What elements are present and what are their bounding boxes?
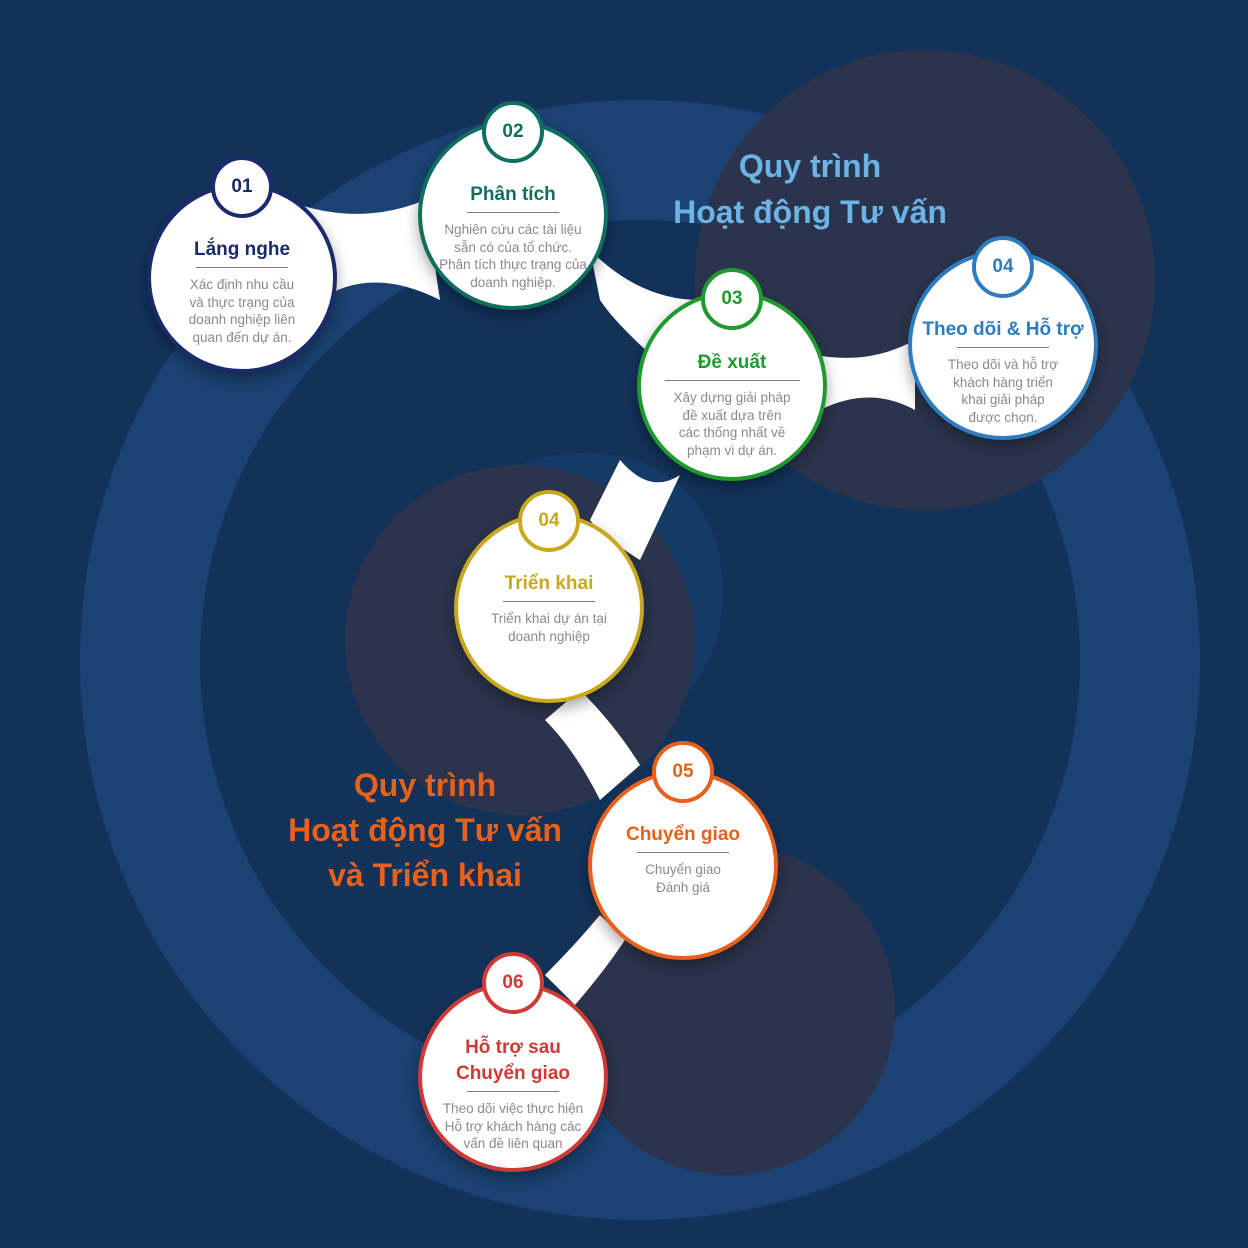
step-description: Triển khai dự án tại doanh nghiệp [474,610,624,645]
step-title: Phân tích [470,184,556,205]
step-number-badge: 01 [211,156,273,218]
step-divider [664,380,800,381]
step-number-badge: 02 [482,101,544,163]
heading-top-line2: Hoạt động Tư vấn [673,194,947,230]
step-description-line: Hỗ trợ khách hàng các [444,1118,582,1134]
step-divider [637,852,729,853]
step-description: Theo dõi và hỗ trợ khách hàng triển khai g… [928,356,1078,426]
step-title: Chuyển giao [455,1063,570,1084]
step-number-badge: 05 [652,741,714,803]
step-description-line: Phân tích thực trạng của [439,257,587,272]
step-divider [503,601,595,602]
step-description-line: Nghiên cứu các tài liệu [444,222,582,237]
step-description-line: Theo dõi việc thực hiện [442,1101,584,1116]
step-title: Triển khai [504,573,594,594]
step-number-badge: 04 [972,236,1034,298]
step-description: Xây dựng giải pháp đề xuất dựa trên các th… [657,389,807,459]
step-description-line: Đánh giá [655,879,711,895]
step-description-line: sẵn có của tổ chức. [454,239,572,255]
step-number-badge: 06 [482,952,544,1014]
heading-top: Quy trình Hoạt động Tư vấn [640,143,980,235]
step-description-line: quan đến dự án. [192,329,292,345]
step-description-line: doanh nghiệp. [470,274,556,290]
step-description-line: Triển khai dự án tại [491,611,607,626]
step-description-line: khai giải pháp [961,392,1045,407]
step-description-line: Xây dựng giải pháp [673,390,791,405]
step-title: Chuyển giao [625,824,740,845]
step-description-line: doanh nghiệp liên [188,312,296,327]
step-description-line: được chọn. [968,409,1038,425]
step-title: Theo dõi & Hỗ trợ [922,319,1084,340]
step-title: Lắng nghe [193,239,291,260]
heading-bottom-line3: và Triển khai [328,857,522,893]
step-description-line: và thực trạng của [189,294,295,310]
step-divider [196,267,288,268]
step-description-line: các thống nhất về [678,425,786,440]
step-description-line: vấn đề liên quan [463,1136,563,1151]
step-description-line: Xác định nhu cầu [189,277,295,292]
step-description-line: phạm vi dự án. [686,442,778,458]
logo-ring [80,100,1200,1220]
step-divider [467,212,559,213]
step-description-line: Theo dõi và hỗ trợ [947,357,1059,372]
step-number-badge: 03 [701,268,763,330]
step-divider [957,347,1049,348]
step-description: Theo dõi việc thực hiện Hỗ trợ khách hàng… [433,1100,593,1153]
heading-bottom-line2: Hoạt động Tư vấn [288,812,562,848]
step-title: Đề xuất [697,352,767,373]
step-description-line: doanh nghiệp [508,628,590,644]
step-number-badge: 04 [518,490,580,552]
heading-bottom-line1: Quy trình [353,767,497,803]
step-divider [467,1091,559,1092]
step-description: Xác định nhu cầu và thực trạng của doanh n… [172,276,312,346]
heading-bottom: Quy trình Hoạt động Tư vấn và Triển khai [270,763,580,898]
step-description-line: đề xuất dựa trên [682,407,782,423]
heading-top-line1: Quy trình [738,148,882,184]
step-description-line: khách hàng triển [953,374,1053,390]
step-title: Hỗ trợ sau [465,1037,561,1058]
step-description: Nghiên cứu các tài liệu sẵn có của tổ chứ… [433,221,593,291]
step-description-line: Chuyển giao [645,862,721,877]
